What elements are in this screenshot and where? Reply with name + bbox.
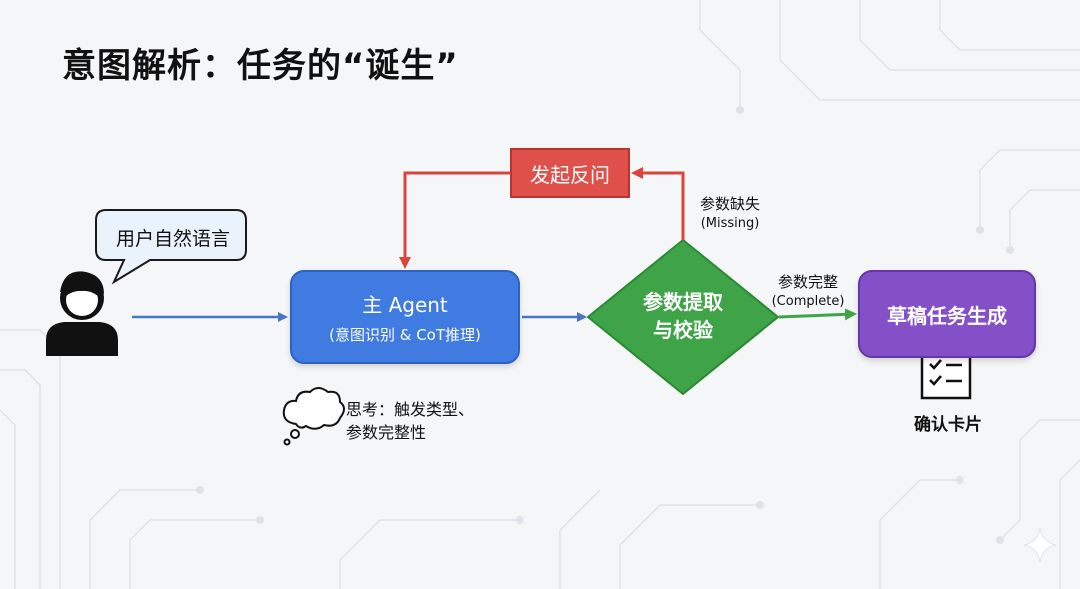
arrow-decision-to-draft [778, 308, 857, 321]
edge-label-missing: 参数缺失 (Missing) [688, 194, 772, 234]
sparkle-icon [1023, 527, 1057, 563]
main-agent-box: 主 Agent (意图识别 & CoT推理) [290, 270, 520, 364]
arrow-decision-to-ask [631, 167, 685, 240]
page-title: 意图解析：任务的“诞生” [62, 46, 459, 86]
edge-missing-sub: (Missing) [700, 216, 760, 231]
agent-subtitle: (意图识别 & CoT推理) [329, 326, 481, 344]
ask-back-box: 发起反问 [510, 148, 630, 198]
arrow-ask-to-agent [399, 171, 510, 269]
confirm-card-label: 确认卡片 [914, 415, 982, 435]
decision-line1: 参数提取 [643, 290, 723, 314]
speech-bubble [95, 209, 247, 285]
edge-complete-sub: (Complete) [771, 294, 845, 309]
thinking-line1: 思考：触发类型、 [346, 400, 475, 419]
thinking-line2: 参数完整性 [346, 423, 427, 442]
user-icon [46, 271, 118, 356]
thinking-note: 思考：触发类型、 参数完整性 [346, 398, 474, 444]
edge-label-complete: 参数完整 (Complete) [766, 272, 850, 312]
thought-cloud-icon [282, 387, 345, 446]
edge-missing-text: 参数缺失 [699, 195, 760, 213]
agent-title: 主 Agent [362, 293, 448, 317]
decision-diamond [586, 238, 780, 396]
edge-complete-text: 参数完整 [777, 273, 838, 291]
speech-bubble-text: 用户自然语言 [115, 228, 230, 250]
draft-task-box: 草稿任务生成 [858, 270, 1036, 358]
decision-label: 参数提取 与校验 [600, 288, 766, 344]
decision-line2: 与校验 [653, 318, 713, 342]
